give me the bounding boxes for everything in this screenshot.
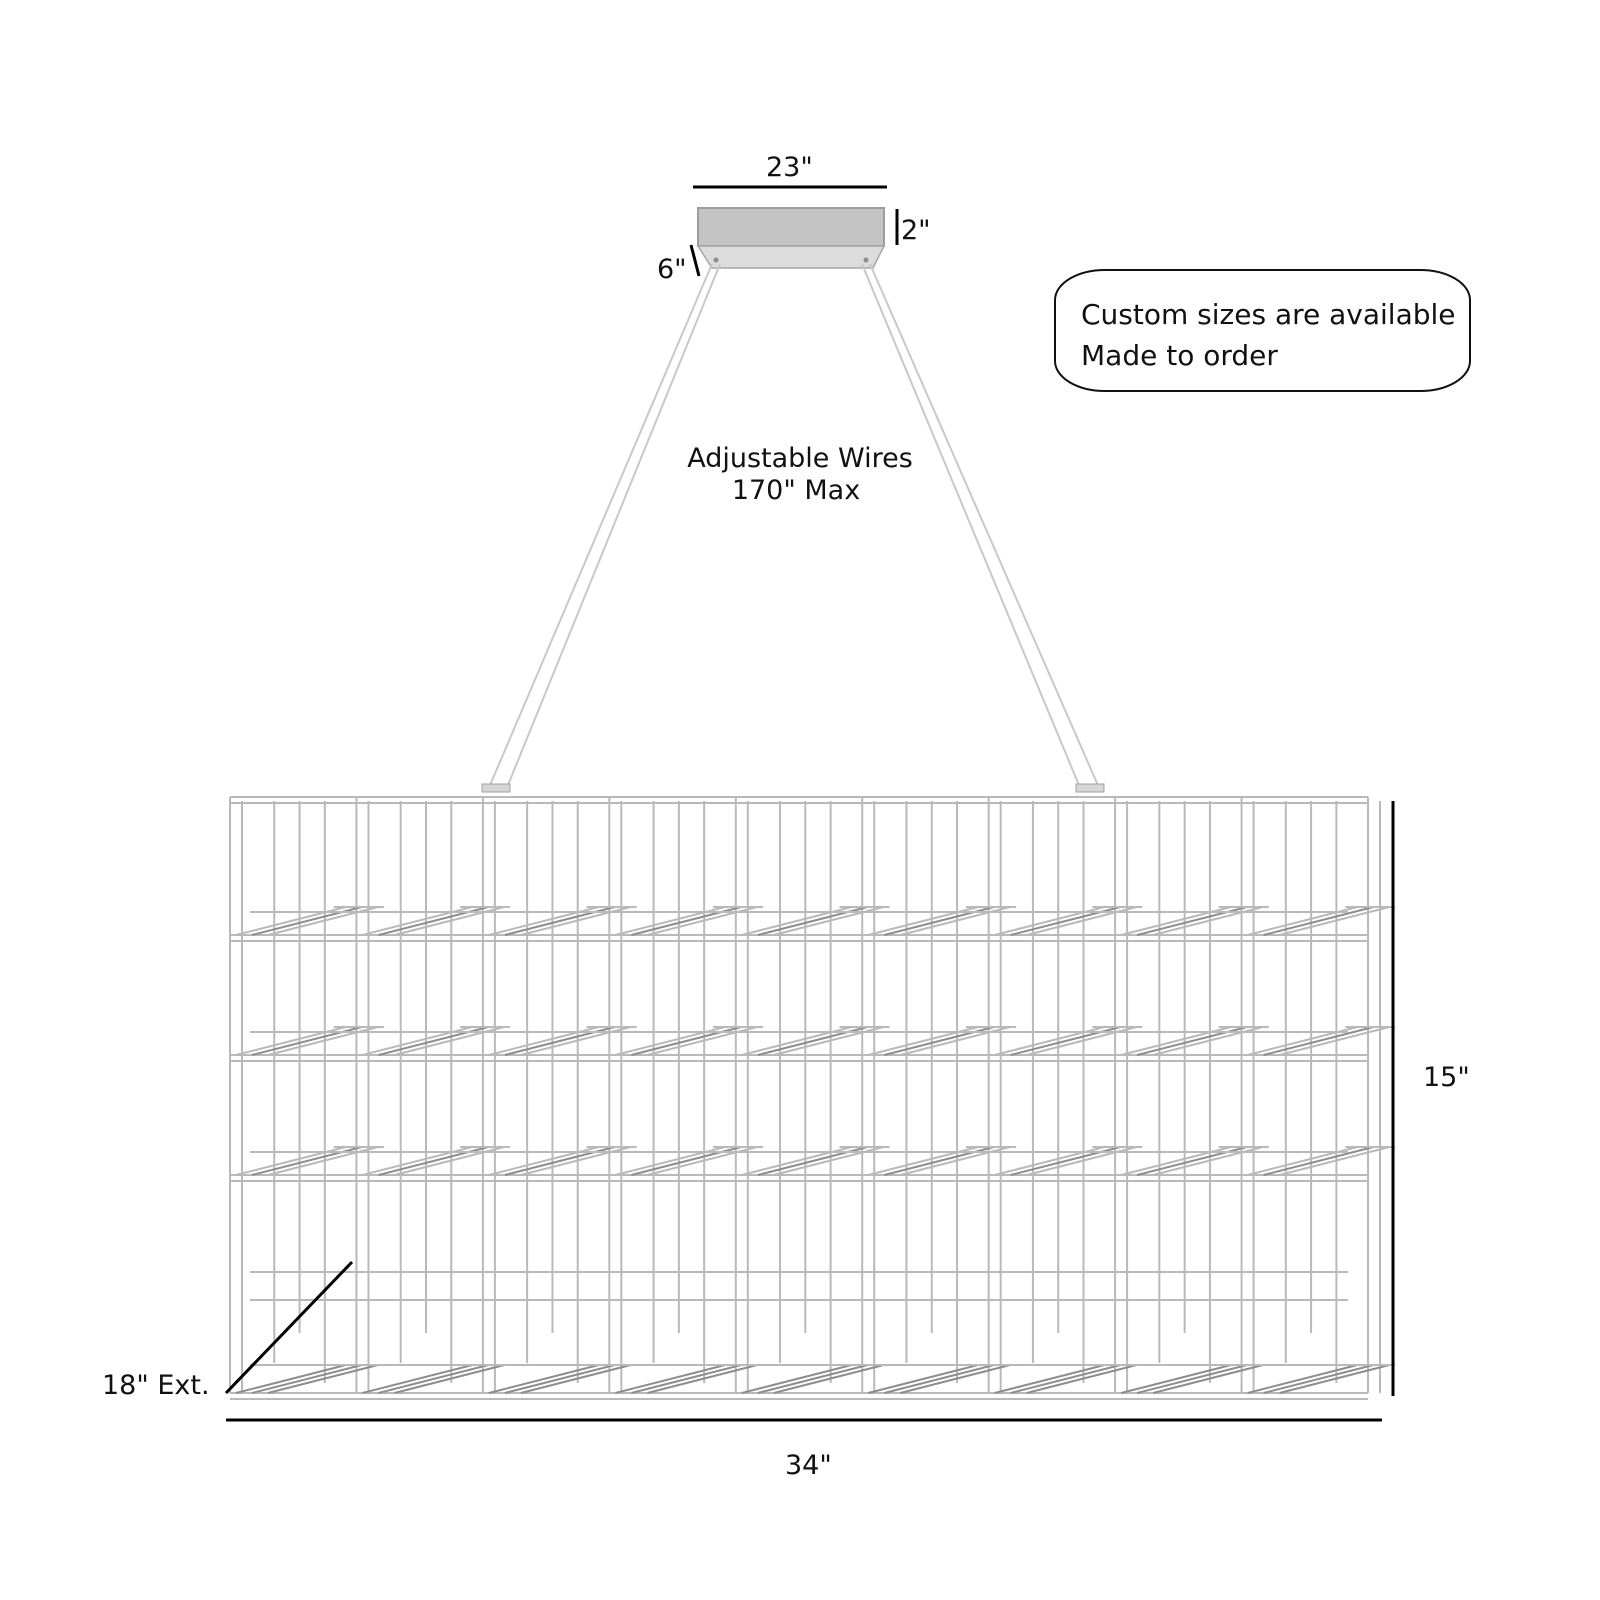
cage-shelf-wire (1263, 906, 1374, 936)
custom-sizes-text: Custom sizes are available (1081, 298, 1456, 331)
adjustable-wires-label: Adjustable Wires (687, 443, 913, 474)
cage-width-label: 34" (785, 1450, 832, 1481)
canopy-left-mount (713, 257, 719, 263)
cage-extension-dimension-line (224, 1260, 354, 1395)
cage-shelf-wire (1263, 1364, 1374, 1394)
made-to-order-text: Made to order (1081, 339, 1278, 372)
cage-shelf-wire (1263, 1026, 1374, 1056)
cage-shelf-wire (394, 1364, 505, 1394)
canopy-width-label: 23" (766, 152, 813, 183)
cage-shelf-wire (378, 1364, 489, 1394)
cage-shelf-wire (867, 1364, 979, 1394)
cage-shelf-wire (1279, 1146, 1390, 1176)
cage-dimensions: 34" 15" 18" Ext. (102, 801, 1470, 1481)
cage-shelf-wire (647, 1364, 758, 1394)
cage-shelf-wire (1120, 1364, 1232, 1394)
canopy-group: 23" 2" 6" (657, 152, 931, 285)
left-wire-clamp (481, 783, 511, 793)
cage-shelf-wire (1247, 1364, 1358, 1394)
right-wire-inner (869, 263, 1101, 791)
left-wire-outer (487, 263, 713, 791)
cage-shelf-wire (773, 1364, 884, 1394)
canopy-box (697, 207, 885, 247)
right-wire-clamp (1075, 783, 1105, 793)
custom-note: Custom sizes are available Made to order (1054, 269, 1471, 392)
cage-shelf-wire (362, 1364, 473, 1394)
cage-shelf-wire (899, 1364, 1011, 1394)
cage-shelf-wire (235, 1364, 347, 1394)
suspension-wires (481, 263, 1105, 793)
cage-shelf-wire (1279, 1026, 1390, 1056)
custom-note-bubble (1054, 269, 1471, 392)
cage-shelf-wire (615, 1364, 726, 1394)
cage-height-label: 15" (1423, 1062, 1470, 1093)
cage-shelf-wire (504, 1364, 615, 1394)
cage-shelf-wire (1152, 1364, 1264, 1394)
left-wire-inner (505, 263, 721, 791)
cage-shelf-wire (883, 1364, 995, 1394)
canopy-depth-dimension-line (689, 244, 701, 277)
cage-shelf-wire (1010, 1364, 1121, 1394)
canopy-right-mount (863, 257, 869, 263)
canopy-depth-label: 6" (657, 254, 687, 285)
cage-shelf-wire (520, 1364, 631, 1394)
cage-shelf-wire (1026, 1364, 1137, 1394)
cage-shelf-wire (488, 1364, 599, 1394)
cage-extension-label: 18" Ext. (102, 1370, 210, 1401)
canopy-bottom-face (696, 245, 886, 269)
cage-shelf-wire (631, 1364, 742, 1394)
right-wire-outer (861, 263, 1082, 791)
cage-shelf-wire (267, 1364, 379, 1394)
cage-shelf-wire (1279, 1364, 1390, 1394)
cage-shelf-wire (994, 1364, 1105, 1394)
cage-shelf-wire (1279, 906, 1390, 936)
wire-cage-chandelier (229, 796, 1396, 1400)
cage-shelf-wire (741, 1364, 852, 1394)
cage-shelf-wire (1136, 1364, 1248, 1394)
wire-max-length-label: 170" Max (732, 475, 860, 506)
cage-shelf-wire (757, 1364, 868, 1394)
cage-shelf-wire (251, 1364, 363, 1394)
cage-shelf-wire (1263, 1146, 1374, 1176)
canopy-height-label: 2" (901, 215, 931, 246)
